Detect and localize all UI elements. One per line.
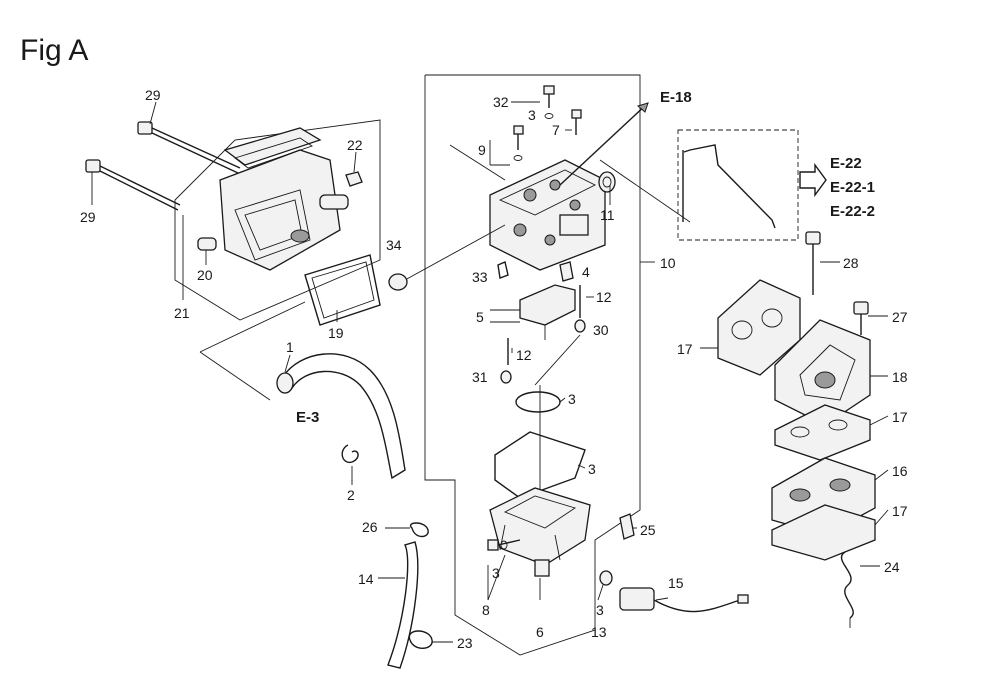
float-chamber-6: [489, 487, 591, 577]
screw-9: [513, 125, 524, 161]
callout-20: 20: [197, 267, 213, 283]
callout-5: 5: [476, 309, 484, 325]
callout-12: 12: [516, 347, 532, 363]
callout-17: 17: [677, 341, 693, 357]
callout-18: 18: [892, 369, 908, 385]
callout-7: 7: [552, 122, 560, 138]
reference-e3: E-3: [296, 409, 319, 426]
o-ring-11: [598, 171, 616, 193]
callout-3: 3: [568, 391, 576, 407]
guide-line-30: [534, 334, 581, 386]
leader-gasket: [199, 301, 306, 353]
clip-26: [409, 522, 429, 538]
guide-line-34: [404, 224, 506, 281]
air-intake-elbow: [174, 119, 381, 321]
chamber-gasket-3: [494, 431, 586, 499]
arrow-head-e18: [636, 102, 649, 113]
callout-11: 11: [600, 207, 615, 223]
callout-1: 1: [286, 339, 294, 355]
callout-29: 29: [145, 87, 161, 103]
callout-15: 15: [668, 575, 684, 591]
carburetor-upper-body: [489, 159, 606, 271]
reference-arrow-e22: [799, 162, 827, 198]
callout-14: 14: [358, 571, 374, 587]
bolt-29-lower: [85, 159, 181, 211]
figure-title: Fig A: [20, 34, 88, 67]
callout-9: 9: [478, 142, 486, 158]
callout-3: 3: [528, 107, 536, 123]
arrow-e18: [559, 102, 649, 186]
callout-24: 24: [884, 559, 900, 575]
callout-13: 13: [591, 624, 607, 640]
reference-e22: E-22: [830, 155, 862, 172]
callout-3: 3: [588, 461, 596, 477]
reference-e22-1: E-22-1: [830, 179, 875, 196]
intake-manifold-18: [774, 319, 871, 426]
guide-line-1: [449, 144, 506, 181]
leader-breather: [199, 351, 271, 401]
washer-31: [500, 370, 512, 384]
callout-3: 3: [596, 602, 604, 618]
screw-7: [571, 109, 582, 135]
callout-29: 29: [80, 209, 96, 225]
collar-20: [197, 237, 217, 251]
callout-12: 12: [596, 289, 612, 305]
breather-tube-1: [276, 353, 406, 480]
callout-23: 23: [457, 635, 473, 651]
callout-6: 6: [536, 624, 544, 640]
reference-e22-2: E-22-2: [830, 203, 875, 220]
nut-22: [345, 171, 363, 187]
carburetor-assembly-outline: [424, 74, 655, 656]
callout-16: 16: [892, 463, 908, 479]
callout-26: 26: [362, 519, 378, 535]
clip-33: [497, 261, 509, 279]
callout-22: 22: [347, 137, 363, 153]
clip-2: [341, 444, 359, 482]
callout-25: 25: [640, 522, 656, 538]
washer-30: [574, 319, 586, 333]
gasket-17-middle: [774, 404, 871, 461]
callout-32: 32: [493, 94, 509, 110]
callout-27: 27: [892, 309, 908, 325]
gasket-19: [304, 254, 381, 326]
fuel-cut-solenoid-15: [619, 587, 749, 613]
leader-lines: [91, 101, 889, 643]
callout-2: 2: [347, 487, 355, 503]
callout-21: 21: [174, 305, 190, 321]
callout-10: 10: [660, 255, 676, 271]
jet-4: [559, 261, 574, 282]
drain-screw-25: [619, 513, 635, 540]
callout-33: 33: [472, 269, 488, 285]
gasket-17-lower: [771, 504, 876, 561]
cap-34: [388, 273, 408, 291]
o-ring-3: [515, 391, 561, 413]
screw-32: [543, 85, 555, 119]
callout-28: 28: [843, 255, 859, 271]
clip-23: [408, 630, 433, 649]
bolt-28: [805, 231, 821, 295]
callout-17: 17: [892, 503, 908, 519]
bolt-29-upper: [137, 121, 241, 174]
callout-19: 19: [328, 325, 344, 341]
callout-8: 8: [482, 602, 490, 618]
screw-8: [487, 539, 521, 551]
callout-3: 3: [492, 565, 500, 581]
governor-rod-box: [677, 129, 799, 241]
clip-24: [840, 551, 854, 628]
callout-30: 30: [593, 322, 609, 338]
bolt-27: [853, 301, 869, 335]
reference-e18: E-18: [660, 89, 692, 106]
fuel-tube-14: [387, 541, 419, 669]
guide-line-11: [599, 159, 691, 223]
washer-13: [599, 570, 613, 586]
callout-4: 4: [582, 264, 590, 280]
float-valve-5: [519, 284, 576, 340]
callout-17: 17: [892, 409, 908, 425]
callout-31: 31: [472, 369, 488, 385]
callout-34: 34: [386, 237, 402, 253]
